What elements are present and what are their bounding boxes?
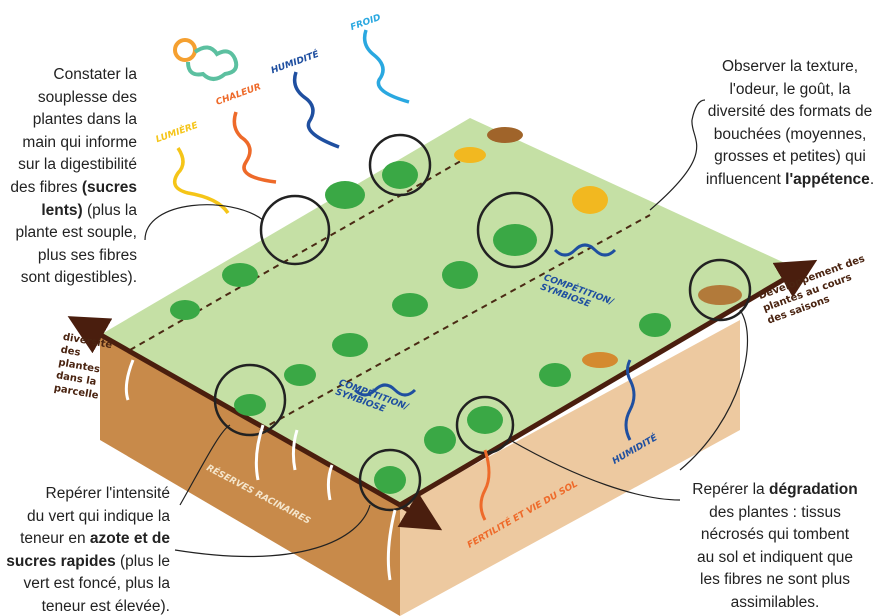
annotation-text: lents) <box>41 201 83 219</box>
annotation-line: sur la digestibilité <box>10 154 137 177</box>
annotation-text: dégradation <box>768 481 858 498</box>
annotation-text: Observer la texture, <box>721 58 859 75</box>
annotation-line: l'odeur, le goût, la <box>695 79 885 102</box>
annotation-text: au sol et indiquent que <box>697 548 853 566</box>
annotation-line: bouchées (moyennes, <box>695 124 885 147</box>
annotation-line: vert est foncé, plus la <box>6 573 170 596</box>
annotation-line: main qui informe <box>10 132 137 155</box>
annotation-line: au sol et indiquent que <box>680 547 870 570</box>
annotation-line: plantes dans la <box>10 109 137 132</box>
annotation-text: teneur en <box>20 530 90 548</box>
annotation-text: teneur est élevée). <box>41 597 170 615</box>
soil-right-face <box>400 320 740 616</box>
annotation-line: Repérer la dégradation <box>680 479 870 502</box>
annotation-text: les fibres ne sont plus <box>700 571 850 589</box>
annotation-line: sont digestibles). <box>10 267 137 290</box>
annotation-line: sucres rapides (plus le <box>6 551 170 574</box>
plants <box>170 127 742 494</box>
axis-seasons <box>398 259 818 508</box>
annotation-line: plante est souple, <box>10 222 137 245</box>
annotation-text: (plus le <box>115 552 170 570</box>
annotation-text: grosses et petites) qui <box>714 148 866 166</box>
annotation-text: sont digestibles). <box>20 269 137 287</box>
annotation-line: souplesse des <box>10 87 137 110</box>
annotation-text: Repérer l'intensité <box>45 485 170 502</box>
annotation-text: sucres rapides <box>6 552 116 570</box>
annotation-line: assimilables. <box>680 592 870 615</box>
annotation-line: du vert qui indique la <box>6 506 170 529</box>
annotation-text: nécrosés qui tombent <box>700 526 850 544</box>
annotation-line: Observer la texture, <box>695 56 885 79</box>
annotation-text: plus ses fibres <box>37 246 137 264</box>
annotation-text: (sucres <box>81 178 137 196</box>
annotation-line: les fibres ne sont plus <box>680 569 870 592</box>
annotation-line: diversité des formats de <box>695 101 885 124</box>
annotation-text: main qui informe <box>22 133 137 151</box>
annotation-line: Repérer l'intensité <box>6 483 170 506</box>
annotation-line: des fibres (sucres <box>10 177 137 200</box>
annotation-line: teneur en azote et de <box>6 528 170 551</box>
annotation-green-intensity: Repérer l'intensité du vert qui indique l… <box>6 483 170 616</box>
annotation-text: des fibres <box>10 178 82 196</box>
annotation-text: (plus la <box>82 201 137 219</box>
annotation-text: bouchées (moyennes, <box>713 125 867 143</box>
annotation-suppleness: Constater la souplesse des plantes dans la… <box>10 64 137 290</box>
leader-lines <box>144 99 749 557</box>
annotation-text: du vert qui indique la <box>26 507 170 525</box>
annotation-line: influencent l'appétence. <box>695 169 885 192</box>
annotation-text: assimilables. <box>730 593 820 611</box>
annotation-text: sur la digestibilité <box>18 156 137 174</box>
annotation-text: azote et de <box>89 530 170 548</box>
annotation-text: Repérer la <box>692 481 769 498</box>
annotation-text: Constater la <box>53 66 137 83</box>
climate-arrows <box>172 29 410 215</box>
annotation-line: lents) (plus la <box>10 200 137 223</box>
annotation-line: des plantes : tissus <box>680 502 870 525</box>
annotation-line: nécrosés qui tombent <box>680 524 870 547</box>
annotation-line: grosses et petites) qui <box>695 146 885 169</box>
annotation-text: vert est foncé, plus la <box>23 575 170 593</box>
annotation-text: plante est souple, <box>15 224 137 242</box>
field-top-face <box>100 118 800 505</box>
annotation-text: influencent <box>705 170 786 188</box>
annotation-text: diversité des formats de <box>707 103 873 121</box>
annotation-line: Constater la <box>10 64 137 87</box>
annotation-line: teneur est élevée). <box>6 596 170 616</box>
axis-label-diversity: diversité des plantes dans la parcelle <box>52 331 113 402</box>
annotation-text: . <box>869 170 875 188</box>
annotation-line: plus ses fibres <box>10 245 137 268</box>
annotation-text: plantes dans la <box>32 111 137 129</box>
annotation-text: souplesse des <box>37 88 137 106</box>
sun-cloud-icon <box>173 38 239 81</box>
annotation-palatability: Observer la texture, l'odeur, le goût, la… <box>695 56 885 192</box>
annotation-text: des plantes : tissus <box>709 503 841 521</box>
soil-left-face <box>100 335 400 616</box>
annotation-text: l'odeur, le goût, la <box>729 80 851 98</box>
annotation-text: l'appétence <box>785 170 870 188</box>
axis-diversity <box>67 316 402 508</box>
